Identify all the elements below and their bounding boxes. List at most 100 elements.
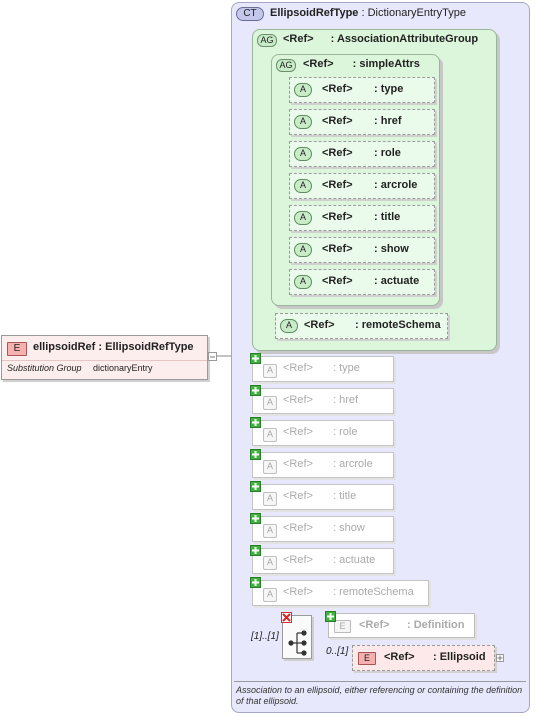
expand-plus-icon[interactable] <box>250 417 261 428</box>
expand-plus-icon[interactable] <box>496 654 504 662</box>
remote-schema-ref: <Ref> <box>304 319 335 331</box>
substitution-group-label: Substitution Group <box>7 363 82 373</box>
attribute-ref: <Ref> <box>283 490 313 502</box>
outer-attribute-row[interactable]: A <Ref> : type <box>252 356 394 382</box>
attribute-name: : show <box>333 522 365 534</box>
attribute-name: : arcrole <box>374 179 418 191</box>
root-element-divider <box>2 360 207 361</box>
attribute-name: : href <box>374 115 402 127</box>
attribute-icon: A <box>280 319 298 333</box>
attribute-ref: <Ref> <box>283 586 313 598</box>
attribute-ref: <Ref> <box>322 147 353 159</box>
attribute-icon: A <box>263 396 277 410</box>
definition-element[interactable]: E <Ref> : Definition <box>328 613 475 638</box>
complex-type-title: EllipsoidRefType : DictionaryEntryType <box>270 7 467 19</box>
definition-name: : Definition <box>407 619 465 631</box>
attribute-icon: A <box>263 588 277 602</box>
choice-icon <box>288 630 307 656</box>
attribute-icon: A <box>263 492 277 506</box>
definition-ref: <Ref> <box>359 619 390 631</box>
attribute-name: : remoteSchema <box>333 586 414 598</box>
attribute-name: : arcrole <box>333 458 373 470</box>
expand-plus-icon[interactable] <box>250 449 261 460</box>
documentation-divider <box>234 681 526 682</box>
attribute-icon: A <box>263 524 277 538</box>
root-element[interactable]: E ellipsoidRef : EllipsoidRefType Substi… <box>1 335 208 380</box>
complex-type-icon: CT <box>236 7 264 21</box>
attribute-name: : title <box>333 490 357 502</box>
attribute-icon: A <box>294 243 312 257</box>
attribute-name: : href <box>333 394 359 406</box>
attribute-icon: A <box>294 179 312 193</box>
attribute-icon: A <box>263 556 277 570</box>
attribute-name: : type <box>374 83 404 95</box>
attribute-icon: A <box>294 83 312 97</box>
attribute-ref: <Ref> <box>283 522 313 534</box>
documentation-text: Association to an ellipsoid, either refe… <box>236 685 523 706</box>
inner-attribute-row[interactable]: A <Ref> : arcrole <box>289 173 435 199</box>
outer-attribute-row[interactable]: A<Ref>: role <box>252 420 394 446</box>
attribute-ref: <Ref> <box>322 243 353 255</box>
attribute-name: : show <box>374 243 409 255</box>
expand-plus-icon[interactable] <box>250 353 261 364</box>
inner-attribute-row[interactable]: A <Ref> : href <box>289 109 435 135</box>
expand-plus-icon[interactable] <box>325 611 336 622</box>
attribute-ref: <Ref> <box>283 458 313 470</box>
outer-attribute-row[interactable]: A <Ref> : remoteSchema <box>252 580 429 606</box>
expand-plus-icon[interactable] <box>250 385 261 396</box>
ellipsoid-multiplicity: 0..[1] <box>326 646 349 657</box>
element-icon: E <box>358 652 376 665</box>
element-icon: E <box>334 620 351 633</box>
simple-attrs-label: <Ref> : simpleAttrs <box>303 58 420 70</box>
attribute-name: : role <box>374 147 401 159</box>
attribute-icon: A <box>294 211 312 225</box>
attribute-ref: <Ref> <box>322 115 353 127</box>
inner-attribute-row[interactable]: A <Ref> : role <box>289 141 435 167</box>
outer-attribute-row[interactable]: A <Ref> : href <box>252 388 394 414</box>
root-element-title: ellipsoidRef : EllipsoidRefType <box>33 341 194 353</box>
attribute-name: : type <box>333 362 360 374</box>
simple-attrs-icon: AG <box>276 59 296 72</box>
attribute-ref: <Ref> <box>283 394 313 406</box>
remote-schema-attribute[interactable]: A <Ref> : remoteSchema <box>275 313 448 339</box>
attribute-icon: A <box>294 147 312 161</box>
inner-attribute-row[interactable]: A <Ref> : show <box>289 237 435 263</box>
inner-attribute-row[interactable]: A <Ref> : type <box>289 77 435 103</box>
substitution-group-value: dictionaryEntry <box>93 363 153 373</box>
outer-attribute-row[interactable]: A <Ref> : title <box>252 484 394 510</box>
attribute-name: : actuate <box>374 275 420 287</box>
expand-plus-icon[interactable] <box>250 481 261 492</box>
ellipsoid-name: : Ellipsoid <box>433 651 486 663</box>
attribute-icon: A <box>263 428 277 442</box>
collapse-minus-icon[interactable] <box>208 352 217 361</box>
attribute-name: : actuate <box>333 554 376 566</box>
ellipsoid-ref: <Ref> <box>384 651 415 663</box>
choice-multiplicity: [1]..[1] <box>251 631 279 642</box>
attribute-ref: <Ref> <box>322 83 353 95</box>
inner-attribute-row[interactable]: A <Ref> : title <box>289 205 435 231</box>
expand-plus-icon[interactable] <box>250 545 261 556</box>
attribute-icon: A <box>263 364 277 378</box>
expand-plus-icon[interactable] <box>250 577 261 588</box>
attribute-name: : title <box>374 211 401 223</box>
attribute-ref: <Ref> <box>322 211 353 223</box>
remove-icon[interactable] <box>281 612 292 623</box>
outer-attribute-row[interactable]: A <Ref> : arcrole <box>252 452 394 478</box>
attribute-ref: <Ref> <box>283 426 313 438</box>
attribute-ref: <Ref> <box>322 179 353 191</box>
attribute-group-icon: AG <box>257 34 277 47</box>
inner-attribute-row[interactable]: A <Ref> : actuate <box>289 269 435 295</box>
outer-attribute-row[interactable]: A <Ref> : actuate <box>252 548 394 574</box>
attribute-ref: <Ref> <box>322 275 353 287</box>
expand-plus-icon[interactable] <box>250 513 261 524</box>
attribute-ref: <Ref> <box>283 554 313 566</box>
attribute-ref: <Ref> <box>283 362 313 374</box>
attribute-icon: A <box>263 460 277 474</box>
outer-attribute-row[interactable]: A <Ref> : show <box>252 516 394 542</box>
element-icon: E <box>7 342 27 356</box>
attribute-icon: A <box>294 275 312 289</box>
attribute-group-label: <Ref> : AssociationAttributeGroup <box>283 33 479 45</box>
ellipsoid-element[interactable]: E <Ref> : Ellipsoid <box>352 645 495 671</box>
complex-type-badge: CT <box>243 8 257 19</box>
attribute-icon: A <box>294 115 312 129</box>
